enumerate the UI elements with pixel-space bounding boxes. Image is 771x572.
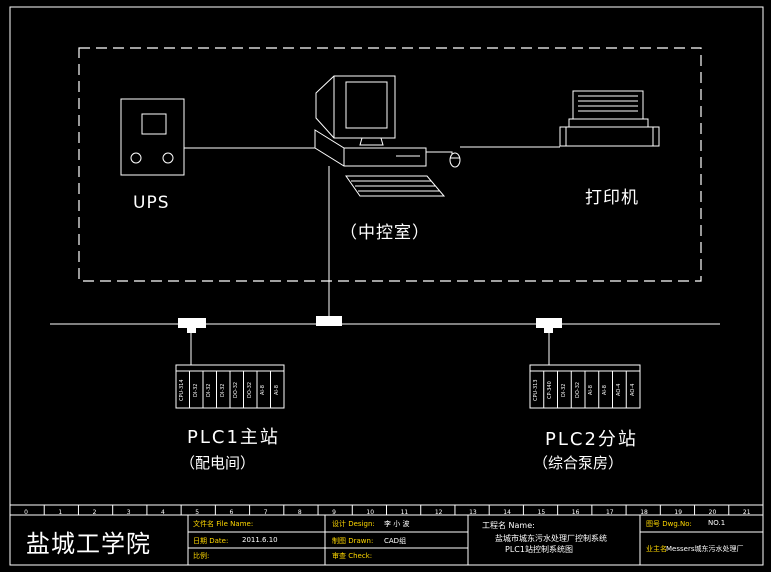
drawn-label: 制图 Drawn:	[332, 537, 374, 545]
ups-label: UPS	[133, 193, 170, 213]
plc2-name: PLC2分站	[545, 429, 638, 450]
plc1-module-label: DI-32	[192, 383, 199, 397]
ruler-number: 20	[708, 509, 717, 516]
control-room-label: （中控室）	[340, 223, 430, 243]
project-line1: 盐城市城东污水处理厂控制系统	[495, 534, 607, 543]
plc1-location: （配电间）	[180, 454, 256, 472]
owner-label: 业主名	[646, 545, 667, 553]
ruler-number: 17	[605, 509, 614, 516]
plc1-module-label: CPU-314	[179, 379, 186, 401]
sheet-border	[9, 6, 764, 566]
plc1-module-label: AI-8	[273, 385, 280, 395]
plc1-module-label: DI-32	[219, 383, 226, 397]
plc2-location: （综合泵房）	[533, 454, 624, 472]
plc2-module-label: DI-32	[560, 383, 567, 397]
plc2-module-label: AO-4	[615, 383, 622, 397]
ruler-number: 8	[297, 509, 302, 516]
design-label: 设计 Design:	[332, 520, 375, 528]
plc2-module-label: CP-340	[547, 381, 554, 399]
plc1-slot-dividers	[189, 371, 271, 408]
plc1-module-label: DO-32	[246, 381, 253, 399]
plc2-module-label: CPU-313	[533, 379, 540, 401]
project-line2: PLC1站控制系统图	[505, 545, 573, 554]
ruler-number: 19	[674, 509, 683, 516]
ruler-number: 12	[434, 509, 443, 516]
ruler-number: 14	[503, 509, 511, 516]
ruler-number: 13	[469, 509, 477, 516]
scale-label: 比例:	[193, 552, 210, 560]
project-label: 工程名 Name:	[482, 521, 535, 530]
ruler-number: 3	[126, 509, 131, 516]
date-label: 日期 Date:	[193, 537, 229, 545]
plc1-name: PLC1主站	[187, 427, 280, 448]
ruler-number: 6	[229, 509, 234, 516]
ruler-number: 10	[366, 509, 375, 516]
ruler-number: 21	[742, 509, 751, 516]
tap-connector-computer	[316, 316, 342, 326]
school-name: 盐城工学院	[26, 530, 151, 558]
owner-value: Messers城东污水处理厂	[666, 545, 744, 553]
ruler-number: 9	[332, 509, 336, 516]
plc2-module-label: AI-8	[588, 385, 595, 395]
plc2-slot-dividers	[543, 371, 627, 408]
plc1-module-label: AI-8	[260, 385, 267, 395]
tap-connector-plc2	[536, 318, 562, 333]
plc1-module-label: DI-32	[206, 383, 213, 397]
printer-icon	[559, 90, 660, 147]
ruler-ticks	[43, 505, 730, 515]
ruler-number: 1	[58, 509, 63, 516]
ruler-number: 4	[161, 509, 165, 516]
dwg-label: 图号 Dwg.No:	[646, 520, 692, 528]
date-value: 2011.6.10	[242, 536, 278, 544]
ruler-number: 15	[537, 509, 546, 516]
printer-label: 打印机	[585, 188, 639, 208]
ruler-number: 7	[263, 509, 268, 516]
plc2-module-label: DO-32	[574, 381, 581, 399]
ruler-number: 2	[92, 509, 97, 516]
ruler-number: 18	[640, 509, 648, 516]
ruler-number: 0	[24, 509, 28, 516]
tap-connector-plc1	[178, 318, 206, 333]
ruler-number: 16	[571, 509, 580, 516]
plc2-module-label: AO-4	[629, 383, 636, 397]
plc2-module-label: AI-8	[602, 385, 609, 395]
drawn-value: CAD组	[384, 537, 407, 545]
check-label: 审查 Check:	[332, 552, 373, 560]
plc1-module-label: DO-32	[233, 381, 240, 399]
file-name-label: 文件名 File Name:	[193, 520, 254, 528]
control-room-boundary	[78, 47, 702, 282]
computer-icon	[314, 75, 461, 197]
design-value: 李 小 波	[384, 520, 410, 528]
dwg-value: NO.1	[708, 519, 726, 527]
ruler-number: 11	[400, 509, 409, 516]
ruler-number: 5	[195, 509, 200, 516]
ups-icon	[120, 98, 185, 176]
